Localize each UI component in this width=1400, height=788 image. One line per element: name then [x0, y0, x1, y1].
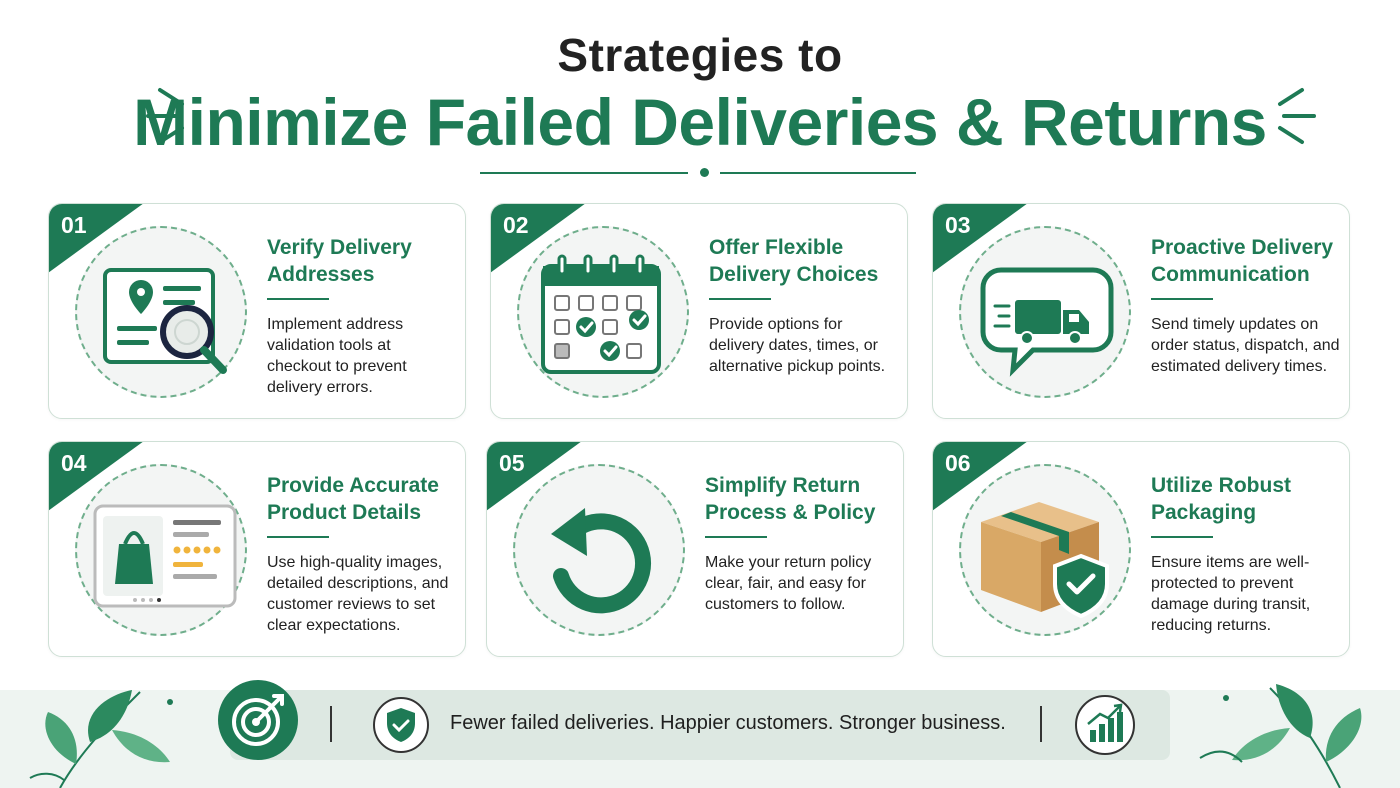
card-heading: Proactive Delivery Communication [1151, 236, 1334, 286]
card-number: 02 [503, 212, 529, 238]
card-heading: Offer Flexible Delivery Choices [709, 236, 879, 286]
card-heading: Simplify Return Process & Policy [705, 474, 876, 524]
card-icon-circle [959, 226, 1131, 398]
card-number-tab [487, 442, 581, 511]
strategy-card-06: 06 Utilize Robust Packaging Ensure items… [932, 441, 1350, 657]
card-number-tab [491, 204, 585, 273]
card-heading: Utilize Robust Packaging [1151, 474, 1291, 524]
package-shield-icon [981, 502, 1109, 619]
card-heading: Verify Delivery Addresses [267, 236, 412, 286]
leaf-decoration-right-icon [1199, 684, 1362, 788]
burst-right-icon [1278, 88, 1316, 144]
strategy-card-05: 05 Simplify Return Process & Policy Make… [486, 441, 904, 657]
title-divider-left [480, 172, 688, 174]
burst-left-icon [146, 88, 184, 144]
card-number: 06 [945, 450, 971, 476]
card-icon-circle [959, 464, 1131, 636]
card-number: 05 [499, 450, 525, 476]
title-top: Strategies to [557, 29, 843, 81]
card-number: 04 [61, 450, 87, 476]
card-description: Provide options for delivery dates, time… [709, 316, 886, 375]
card-number-tab [933, 442, 1027, 511]
calendar-icon [541, 254, 661, 374]
card-icon-circle [75, 464, 247, 636]
page-title: Minimize Failed Deliveries & Returns [133, 85, 1267, 159]
card-number-tab [49, 204, 143, 273]
card-description: Send timely updates on order status, dis… [1151, 316, 1340, 375]
card-rule [267, 536, 329, 538]
strategy-card-04: 04 Provide Accurate Product Details Use … [48, 441, 466, 657]
card-rule [267, 298, 329, 300]
footer-separator [330, 706, 332, 742]
card-icon-circle [517, 226, 689, 398]
strategy-card-02: 02 Offer Flexible Delive [490, 203, 908, 419]
growth-chart-icon [1075, 695, 1135, 755]
card-icon-circle [513, 464, 685, 636]
card-rule [709, 298, 771, 300]
leaf-decoration-left-icon [29, 690, 173, 788]
card-description: Use high-quality images, detailed descri… [267, 554, 449, 634]
title-divider-right [720, 172, 916, 174]
shield-check-icon [373, 697, 429, 753]
product-listing-icon [93, 504, 237, 608]
card-number-tab [933, 204, 1027, 273]
card-number-tab [49, 442, 143, 511]
card-rule [1151, 536, 1213, 538]
footer-separator [1040, 706, 1042, 742]
title-divider-dot [700, 168, 709, 177]
address-magnifier-icon [103, 268, 227, 374]
truck-message-icon [980, 267, 1114, 377]
card-rule [1151, 298, 1213, 300]
return-arrow-icon [551, 508, 652, 614]
card-description: Make your return policy clear, fair, and… [705, 554, 872, 613]
card-icon-circle [75, 226, 247, 398]
strategy-card-01: 01 Verify Delivery Addresses Implement a… [48, 203, 466, 419]
card-rule [705, 536, 767, 538]
card-description: Ensure items are well-protected to preve… [1151, 554, 1311, 634]
target-icon [218, 680, 298, 760]
card-number: 03 [945, 212, 971, 238]
footer-tagline: Fewer failed deliveries. Happier custome… [450, 712, 1006, 734]
card-number: 01 [61, 212, 87, 238]
strategy-card-03: 03 Proactive Delivery Communication Send… [932, 203, 1350, 419]
card-description: Implement address validation tools at ch… [267, 316, 407, 396]
card-heading: Provide Accurate Product Details [267, 474, 439, 524]
